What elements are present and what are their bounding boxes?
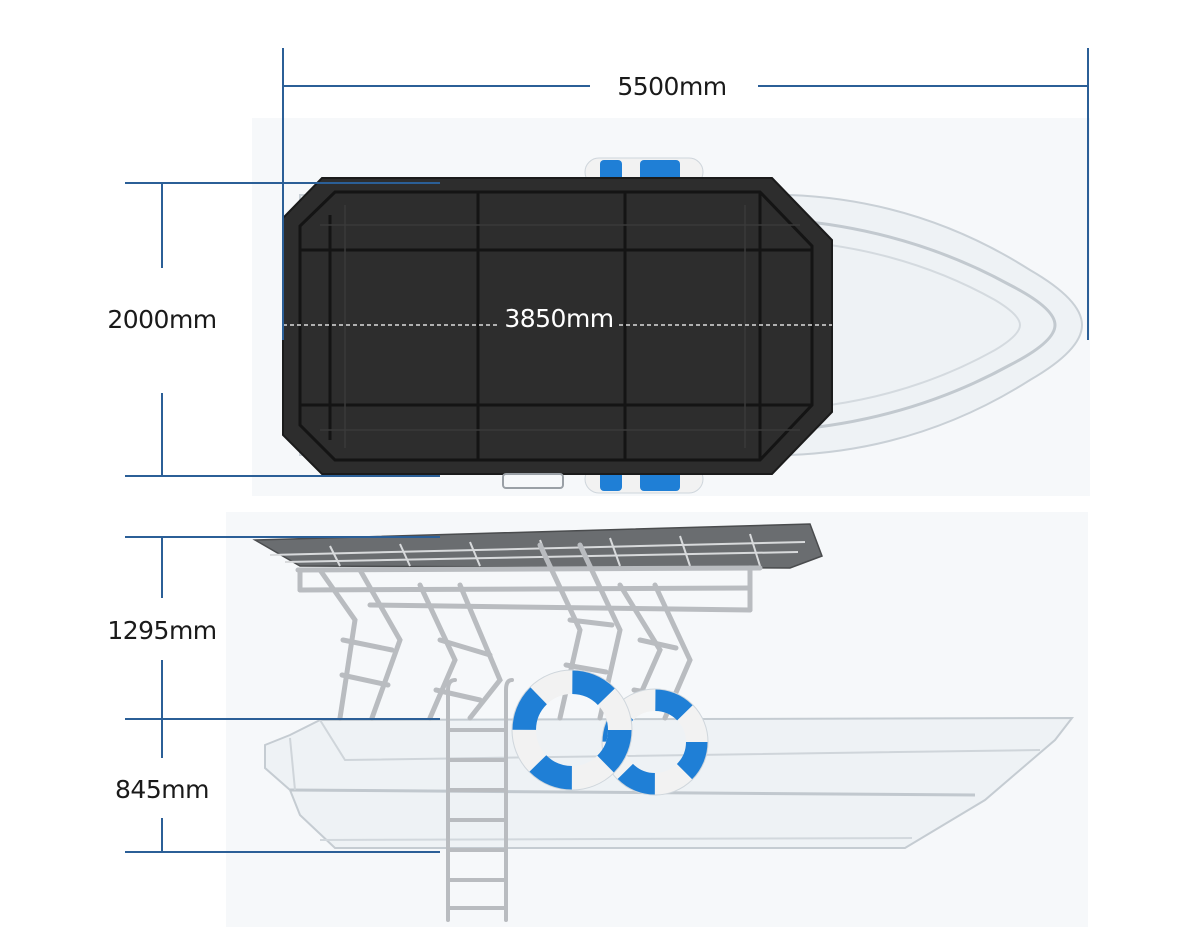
side-view: 1295mm 845mm bbox=[107, 512, 1088, 927]
beam-width-label: 2000mm bbox=[107, 305, 216, 334]
canopy-length-label-backing bbox=[500, 302, 618, 336]
top-view-handle bbox=[502, 473, 564, 489]
side-view-console bbox=[289, 719, 1041, 791]
hull-depth-dimension: 845mm bbox=[115, 719, 440, 853]
top-view-hull-inner bbox=[789, 218, 1057, 432]
boarding-ladder bbox=[446, 678, 514, 922]
side-view-hull-waterline bbox=[319, 837, 913, 841]
top-view: 3850mm 5500mm 2000mm bbox=[107, 48, 1090, 496]
canopy-length-label: 3850mm bbox=[504, 304, 613, 333]
lifebuoy-side-view-front bbox=[511, 669, 633, 791]
top-view-hull-deck-line bbox=[829, 244, 1022, 406]
canopy-height-dimension: 1295mm bbox=[107, 536, 440, 720]
side-view-canopy-grid bbox=[269, 533, 806, 567]
beam-width-dimension: 2000mm bbox=[107, 182, 440, 477]
hull-depth-label: 845mm bbox=[115, 775, 209, 804]
overall-length-dimension: 5500mm bbox=[282, 48, 1089, 340]
overall-length-label: 5500mm bbox=[617, 72, 726, 101]
canopy-height-label: 1295mm bbox=[107, 616, 216, 645]
top-view-canopy-frame bbox=[298, 190, 814, 462]
top-view-canopy-subgrid bbox=[320, 205, 800, 448]
side-view-hull-rubrail bbox=[289, 788, 976, 797]
